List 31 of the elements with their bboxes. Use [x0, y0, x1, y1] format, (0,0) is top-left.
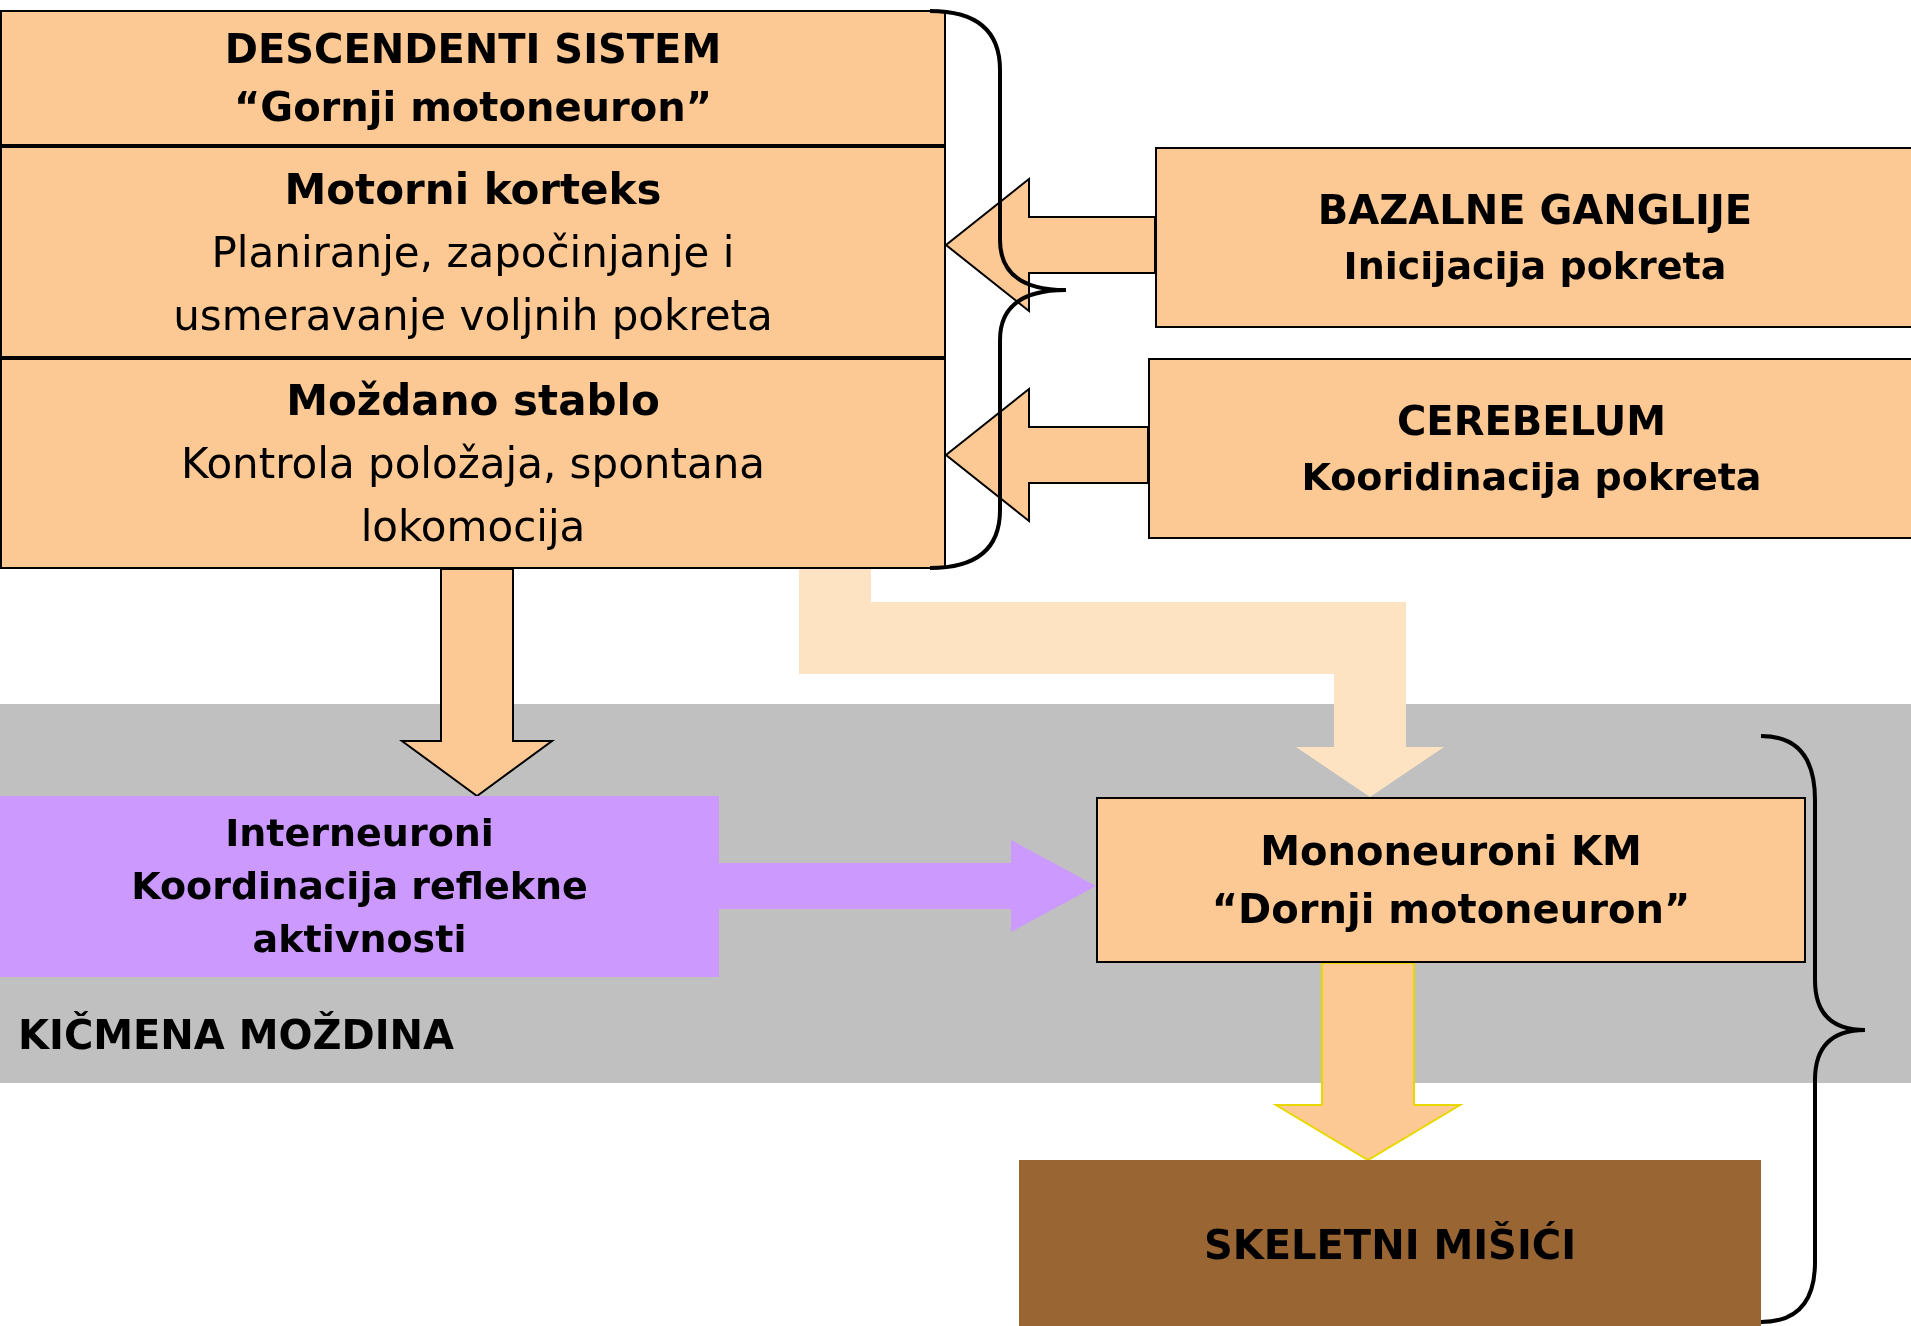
system-header-box: [0, 10, 946, 146]
box-heading: Mononeuroni KM: [1259, 827, 1643, 876]
spinal-cord-band: [0, 704, 1911, 1083]
box-heading: Interneuroni: [224, 809, 495, 857]
cortex-box: [0, 146, 946, 358]
block-arrow: [944, 176, 1156, 314]
box-text: Planiranje, započinjanje i usmeravanje voljnih pokreta: [172, 226, 774, 342]
box-heading: BAZALNE GANGLIJE: [1316, 185, 1754, 235]
box-heading: Motorni korteks: [283, 163, 663, 216]
box-heading: CEREBELUM: [1396, 396, 1667, 446]
box-text: Kontrola položaja, spontana lokomocija: [179, 438, 767, 553]
block-arrow: [719, 840, 1096, 932]
region-label: KIČMENA MOŽDINA: [18, 1010, 455, 1060]
block-arrow: [944, 386, 1149, 524]
box-heading: SKELETNI MIŠIĆI: [1202, 1220, 1578, 1270]
block-arrow: [398, 568, 556, 798]
box-heading: Moždano stablo: [285, 375, 661, 427]
box-text: Kooridinacija pokreta: [1300, 453, 1763, 501]
cerebellum-box: [1148, 358, 1911, 539]
block-arrow: [799, 569, 1444, 797]
motoneuron-box: [1096, 797, 1806, 963]
box-heading: DESCENDENTI SISTEM: [223, 25, 723, 74]
interneuron-box: [0, 796, 719, 977]
basal-ganglia-box: [1155, 147, 1911, 328]
brainstem-box: [0, 358, 946, 569]
box-text: Koordinacija reflekne aktivnosti: [130, 862, 589, 964]
muscle-box: [1019, 1160, 1761, 1326]
box-text: Inicijacija pokreta: [1342, 242, 1728, 290]
block-arrow: [1272, 962, 1464, 1162]
box-text: “Gornji motoneuron”: [233, 83, 713, 132]
box-text: “Dornji motoneuron”: [1210, 885, 1692, 934]
